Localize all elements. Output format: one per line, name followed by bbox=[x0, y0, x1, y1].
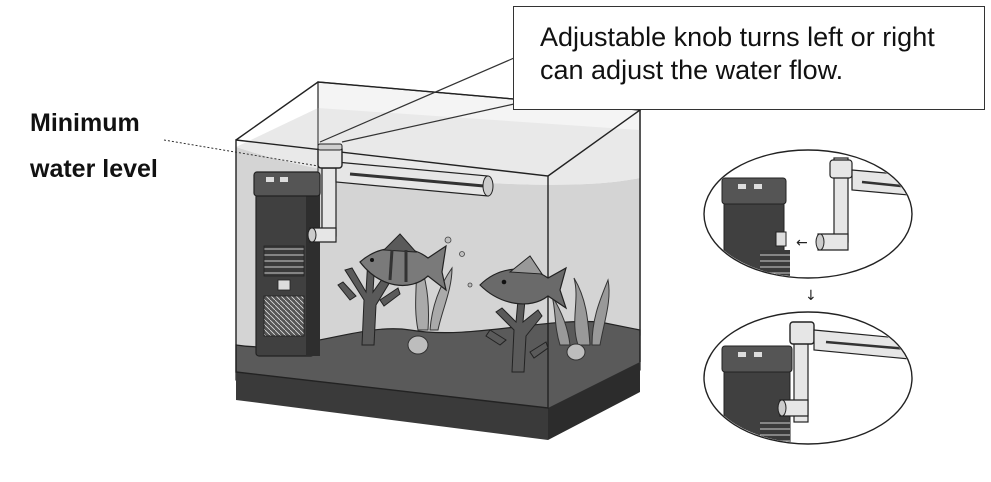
adjustable-knob bbox=[317, 143, 343, 169]
tank-base-front bbox=[236, 372, 548, 440]
tank-top-back-edge bbox=[235, 81, 642, 177]
filter-grill-lower bbox=[263, 295, 305, 337]
callout-pointer bbox=[319, 57, 515, 143]
stone-left bbox=[407, 335, 429, 355]
filter-switch bbox=[266, 177, 274, 182]
inset-after bbox=[703, 311, 913, 445]
min-level-line-1: Minimum bbox=[30, 109, 140, 137]
left-arrow-icon: ← bbox=[796, 235, 808, 251]
min-level-line-2: water level bbox=[30, 155, 158, 183]
stone-right bbox=[566, 343, 586, 361]
internal-filter bbox=[253, 171, 321, 357]
callout-box: Adjustable knob turns left or right can … bbox=[513, 6, 985, 110]
filter-grill-upper bbox=[263, 245, 305, 277]
stones bbox=[407, 335, 586, 361]
filter-top-cap bbox=[253, 171, 321, 197]
fish-left bbox=[359, 233, 447, 292]
fish-right bbox=[479, 255, 568, 310]
inset-before: ← bbox=[703, 149, 913, 279]
tank-base-side bbox=[548, 362, 640, 440]
filter-side bbox=[306, 184, 320, 356]
tank-front-glass bbox=[235, 139, 549, 409]
callout-line-2: can adjust the water flow. bbox=[540, 55, 844, 85]
down-arrow-icon: ↓ bbox=[805, 288, 817, 304]
minimum-water-level-label: Minimum water level bbox=[30, 100, 158, 192]
spray-bar bbox=[335, 161, 494, 197]
seaweed-right bbox=[551, 277, 610, 346]
callout-line-1: Adjustable knob turns left or right bbox=[540, 22, 935, 52]
